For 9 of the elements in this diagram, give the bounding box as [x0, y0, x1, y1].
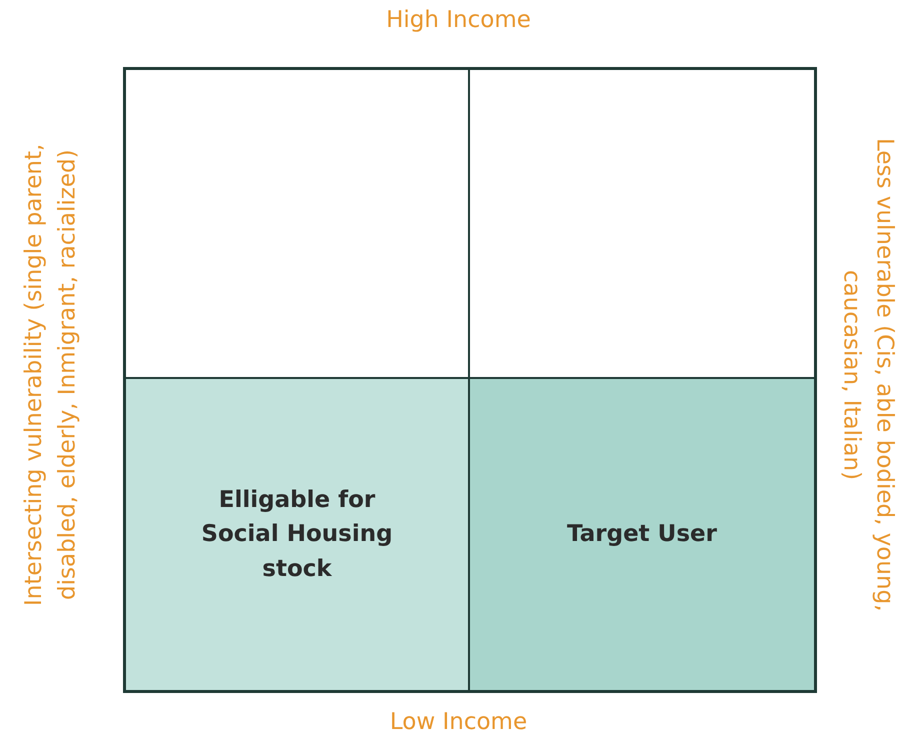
quadrant-box: [126, 70, 470, 379]
axis-label: Intersecting vulnerability (single parent, disabled, elderly, Inmigrant, racialized): [20, 142, 82, 608]
quadrant-label: Elligable for Social Housing stock: [200, 486, 394, 584]
quadrant-label: Target User: [567, 520, 717, 550]
axis-label: Less vulnerable (Cis, able bodied, young, caucasian, Italian): [837, 137, 899, 614]
quadrant-box: [126, 379, 470, 690]
quadrant-box: [470, 379, 814, 690]
axis-label: High Income: [385, 6, 532, 35]
axis-label: Low Income: [388, 708, 528, 737]
